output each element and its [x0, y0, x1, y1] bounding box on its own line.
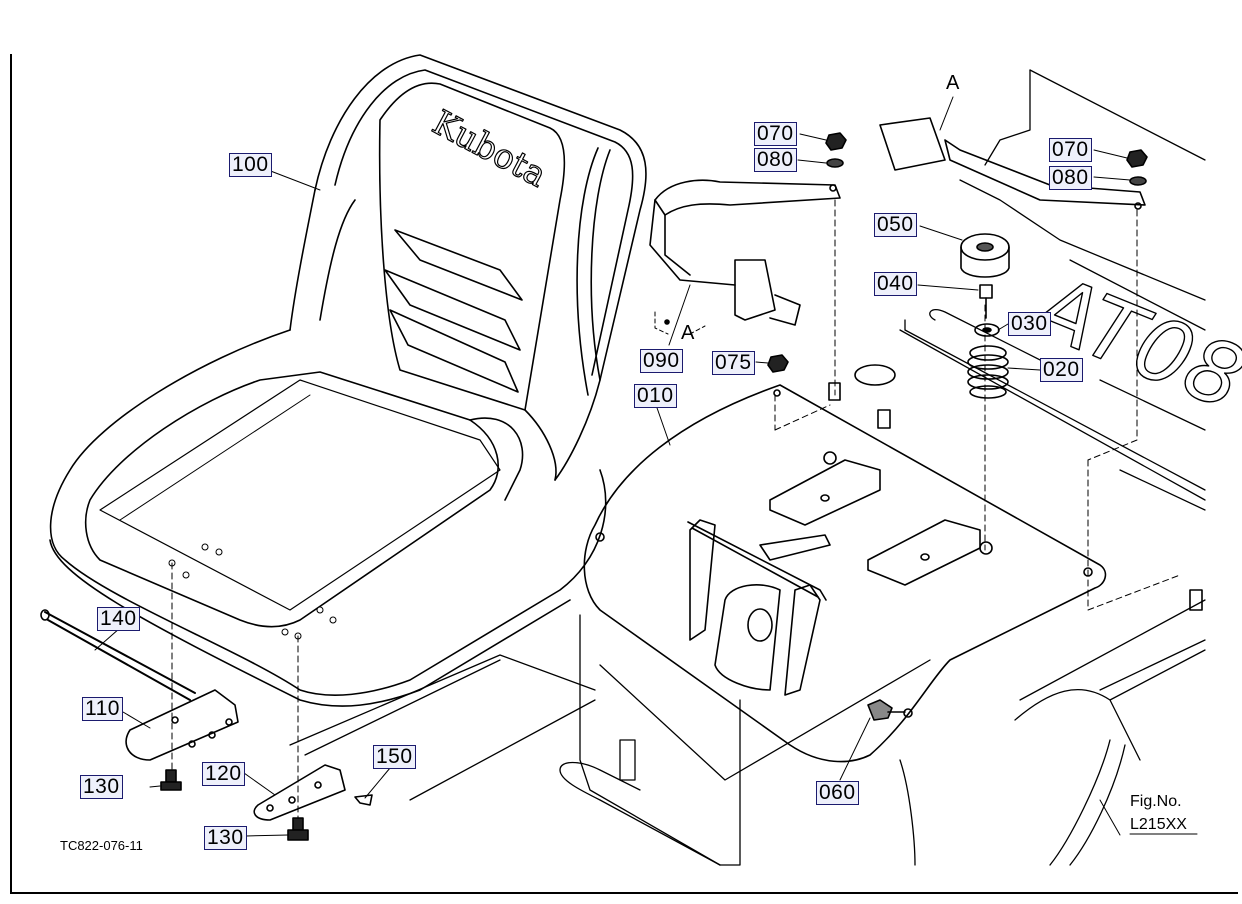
- callout-070-left[interactable]: 070: [754, 122, 797, 146]
- rubber-cushion: [960, 233, 1010, 278]
- seat-belt-left: [649, 179, 841, 326]
- callout-060[interactable]: 060: [816, 781, 859, 805]
- callout-030[interactable]: 030: [1008, 312, 1051, 336]
- callout-130-lower[interactable]: 130: [204, 826, 247, 850]
- callout-130-upper[interactable]: 130: [80, 775, 123, 799]
- seat-belt-right: [879, 117, 1146, 210]
- callout-050[interactable]: 050: [874, 213, 917, 237]
- reference-a-top: A: [946, 72, 960, 94]
- seat-plate: [583, 382, 1203, 763]
- drawing-number: TC822-076-11: [60, 838, 143, 853]
- callout-075[interactable]: 075: [712, 351, 755, 375]
- callout-110[interactable]: 110: [82, 697, 123, 721]
- bracket-110: [125, 689, 239, 761]
- callout-120[interactable]: 120: [202, 762, 245, 786]
- callout-040[interactable]: 040: [874, 272, 917, 296]
- seat-cushion: [49, 54, 647, 707]
- callout-150[interactable]: 150: [373, 745, 416, 769]
- drawing-frame: [10, 54, 1238, 894]
- callout-100[interactable]: 100: [229, 153, 272, 177]
- hinge-pin-140: [40, 609, 196, 701]
- figure-label: Fig.No.: [1130, 793, 1182, 810]
- callout-090[interactable]: 090: [640, 349, 683, 373]
- spring: [967, 345, 1009, 399]
- model-decal: AT08: [1017, 255, 1242, 430]
- callout-020[interactable]: 020: [1040, 358, 1083, 382]
- callout-070-right[interactable]: 070: [1049, 138, 1092, 162]
- callout-010[interactable]: 010: [634, 384, 677, 408]
- callout-140[interactable]: 140: [97, 607, 140, 631]
- figure-number: L215XX: [1130, 816, 1187, 833]
- cotter-pin: [354, 794, 373, 806]
- nut-070a: [825, 132, 847, 151]
- callout-080-right[interactable]: 080: [1049, 166, 1092, 190]
- nut-070b: [1126, 149, 1148, 168]
- bracket-120: [253, 764, 346, 821]
- machine-body: [289, 69, 1206, 866]
- kubota-logo: Kubota: [426, 103, 553, 196]
- reference-a-belt: A: [681, 322, 695, 344]
- callout-080-left[interactable]: 080: [754, 148, 797, 172]
